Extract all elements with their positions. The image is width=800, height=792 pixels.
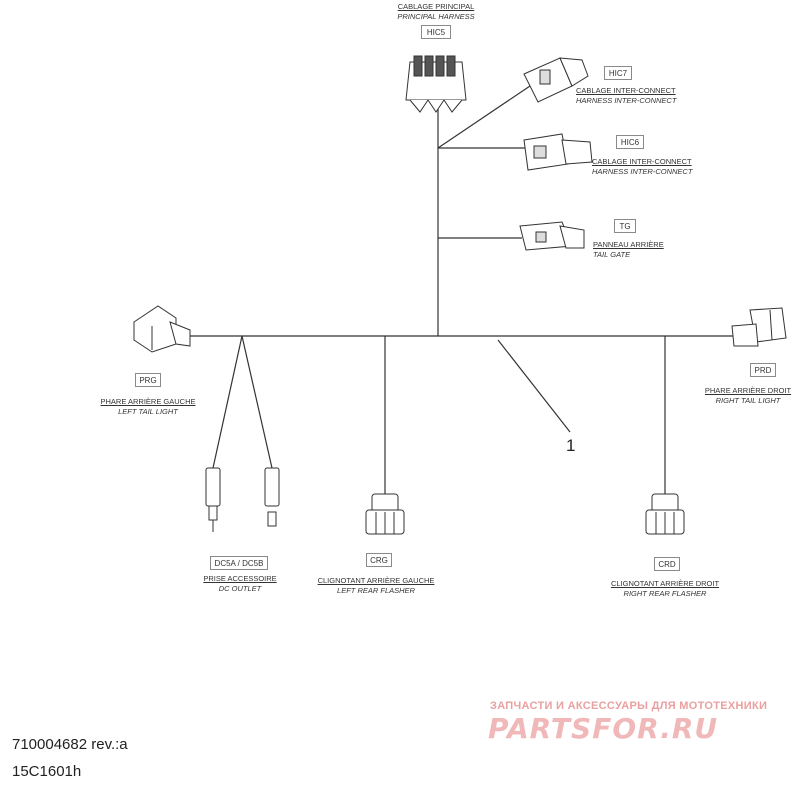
prg-label: PHARE ARRIÈRE GAUCHE LEFT TAIL LIGHT [100,397,195,417]
tg-label-fr: PANNEAU ARRIÈRE [593,240,664,249]
harness-wires [185,85,735,495]
hic7-label: CABLAGE INTER-CONNECT HARNESS INTER-CONN… [576,86,676,106]
hic6-label: CABLAGE INTER-CONNECT HARNESS INTER-CONN… [592,157,692,177]
hic5-label-fr: CABLAGE PRINCIPAL [397,2,475,11]
prd-label-fr: PHARE ARRIÈRE DROIT [704,386,792,395]
hic5-label-en: PRINCIPAL HARNESS [397,12,475,21]
hic5-label: CABLAGE PRINCIPAL PRINCIPAL HARNESS [397,2,474,22]
hic6-label-fr: CABLAGE INTER-CONNECT [592,157,692,166]
hic7-connector-icon [523,57,589,103]
drawing-code: 15C1601h [12,763,82,780]
dc-label-fr: PRISE ACCESSOIRE [203,574,277,583]
prd-label: PHARE ARRIÈRE DROIT RIGHT TAIL LIGHT [705,386,791,406]
wire-dc5a [212,335,243,469]
crg-connector-icon [365,493,405,535]
hic5-connector-icon [405,55,467,113]
hic5-code: HIC5 [421,25,451,39]
callout-number: 1 [566,436,576,455]
crd-label: CLIGNOTANT ARRIÈRE DROIT RIGHT REAR FLAS… [611,579,719,599]
hic6-label-en: HARNESS INTER-CONNECT [592,167,693,176]
hic7-code: HIC7 [604,66,632,80]
tg-label-en: TAIL GATE [593,250,631,259]
crd-connector-icon [645,493,685,535]
dc-label: PRISE ACCESSOIRE DC OUTLET [203,574,276,594]
crd-label-en: RIGHT REAR FLASHER [623,589,707,598]
crg-label-fr: CLIGNOTANT ARRIÈRE GAUCHE [317,576,435,585]
hic7-label-en: HARNESS INTER-CONNECT [576,96,677,105]
prd-label-en: RIGHT TAIL LIGHT [715,396,781,405]
prd-connector-icon [731,307,787,347]
prg-connector-icon [133,305,191,353]
dc5b-plug-icon [264,467,280,527]
prd-code: PRD [750,363,776,377]
dc-code: DC5A / DC5B [210,556,268,570]
prg-label-en: LEFT TAIL LIGHT [118,407,178,416]
tg-connector-icon [519,221,585,251]
dc-label-en: DC OUTLET [218,584,262,593]
crg-code: CRG [366,553,392,567]
watermark-tagline: ЗАПЧАСТИ И АКСЕССУАРЫ ДЛЯ МОТОТЕХНИКИ [490,700,768,712]
tg-label: PANNEAU ARRIÈRE TAIL GATE [593,240,664,260]
crd-label-fr: CLIGNOTANT ARRIÈRE DROIT [610,579,720,588]
wire-dc5b [241,335,273,469]
prg-label-fr: PHARE ARRIÈRE GAUCHE [100,397,196,406]
tg-code: TG [614,219,636,233]
hic7-label-fr: CABLAGE INTER-CONNECT [576,86,676,95]
crg-label: CLIGNOTANT ARRIÈRE GAUCHE LEFT REAR FLAS… [318,576,435,596]
watermark-logo: PARTSFOR.RU [488,712,719,745]
wire-hic7 [437,85,531,149]
hic6-code: HIC6 [616,135,644,149]
crg-label-en: LEFT REAR FLASHER [337,586,415,595]
hic6-connector-icon [523,133,593,171]
dc5a-plug-icon [205,467,221,532]
crd-code: CRD [654,557,680,571]
prg-code: PRG [135,373,161,387]
callout-leader [497,339,571,433]
part-number: 710004682 rev.:a [12,736,128,753]
